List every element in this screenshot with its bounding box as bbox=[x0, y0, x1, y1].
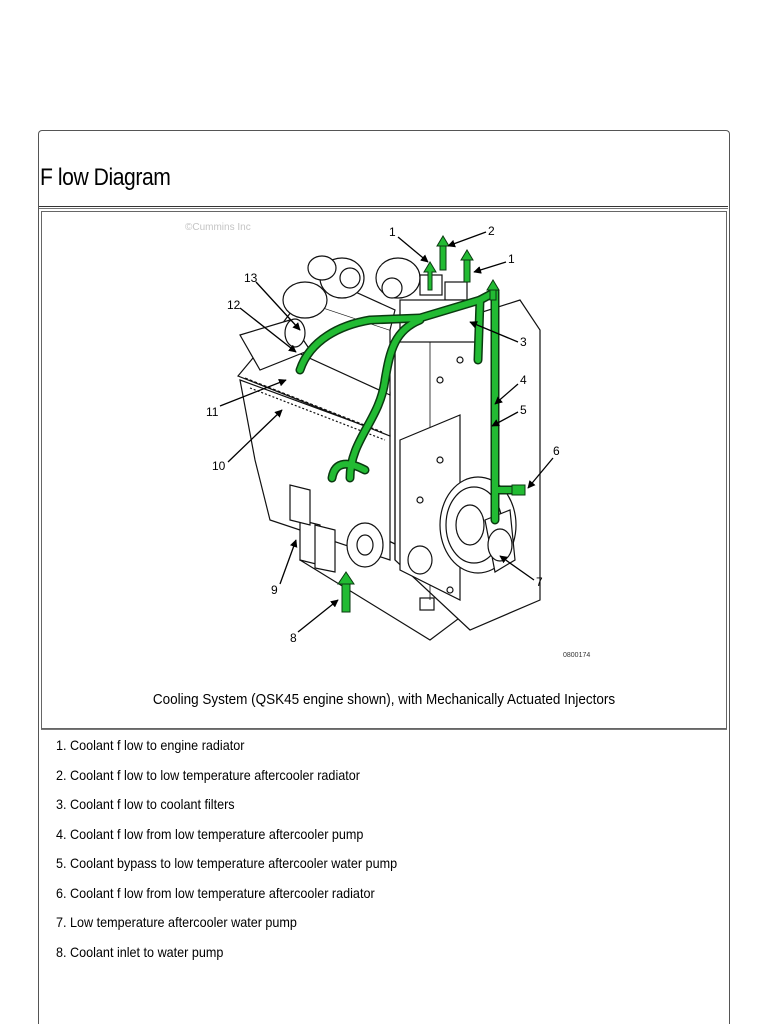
legend-item: 7. Low temperature aftercooler water pum… bbox=[56, 914, 297, 930]
legend-list: 1. Coolant f low to engine radiator 2. C… bbox=[56, 736, 435, 972]
callout-numbers: 1 2 1 3 4 5 6 7 8 9 10 11 12 13 bbox=[206, 224, 560, 645]
callout-5: 5 bbox=[520, 403, 527, 417]
callout-8: 8 bbox=[290, 631, 297, 645]
callout-7: 7 bbox=[536, 575, 543, 589]
figure-caption: Cooling System (QSK45 engine shown), wit… bbox=[152, 691, 616, 708]
legend-item: 3. Coolant f low to coolant filters bbox=[56, 796, 235, 812]
legend-divider bbox=[41, 729, 727, 730]
callout-11: 11 bbox=[206, 405, 219, 419]
page-title: F low Diagram bbox=[40, 164, 171, 191]
watermark: ©Cummins Inc bbox=[185, 222, 251, 233]
callout-2: 2 bbox=[488, 224, 495, 238]
document-frame bbox=[38, 130, 730, 1024]
title-divider bbox=[39, 206, 728, 209]
legend-item: 4. Coolant f low from low temperature af… bbox=[56, 825, 364, 842]
callout-4: 4 bbox=[520, 373, 527, 387]
flow-arrows bbox=[337, 235, 526, 613]
legend-item: 6. Coolant f low from low temperature af… bbox=[56, 884, 375, 901]
legend-item: 5. Coolant bypass to low temperature aft… bbox=[56, 855, 398, 871]
legend-item: 2. Coolant f low to low temperature afte… bbox=[56, 766, 360, 783]
callout-3: 3 bbox=[520, 335, 527, 349]
callout-leaders bbox=[219, 231, 554, 633]
callout-12: 12 bbox=[227, 298, 241, 312]
callout-9: 9 bbox=[271, 583, 278, 597]
figure-id: 0800174 bbox=[563, 652, 590, 659]
callout-6: 6 bbox=[553, 444, 560, 458]
coolant-flow-paths bbox=[295, 287, 517, 525]
callout-1-left: 1 bbox=[389, 225, 396, 239]
legend-item: 1. Coolant f low to engine radiator bbox=[56, 737, 245, 753]
callout-1-right: 1 bbox=[508, 252, 515, 266]
callout-10: 10 bbox=[212, 459, 226, 473]
figure-frame bbox=[41, 211, 727, 729]
callout-13: 13 bbox=[244, 271, 258, 285]
legend-item: 8. Coolant inlet to water pump bbox=[56, 943, 224, 960]
